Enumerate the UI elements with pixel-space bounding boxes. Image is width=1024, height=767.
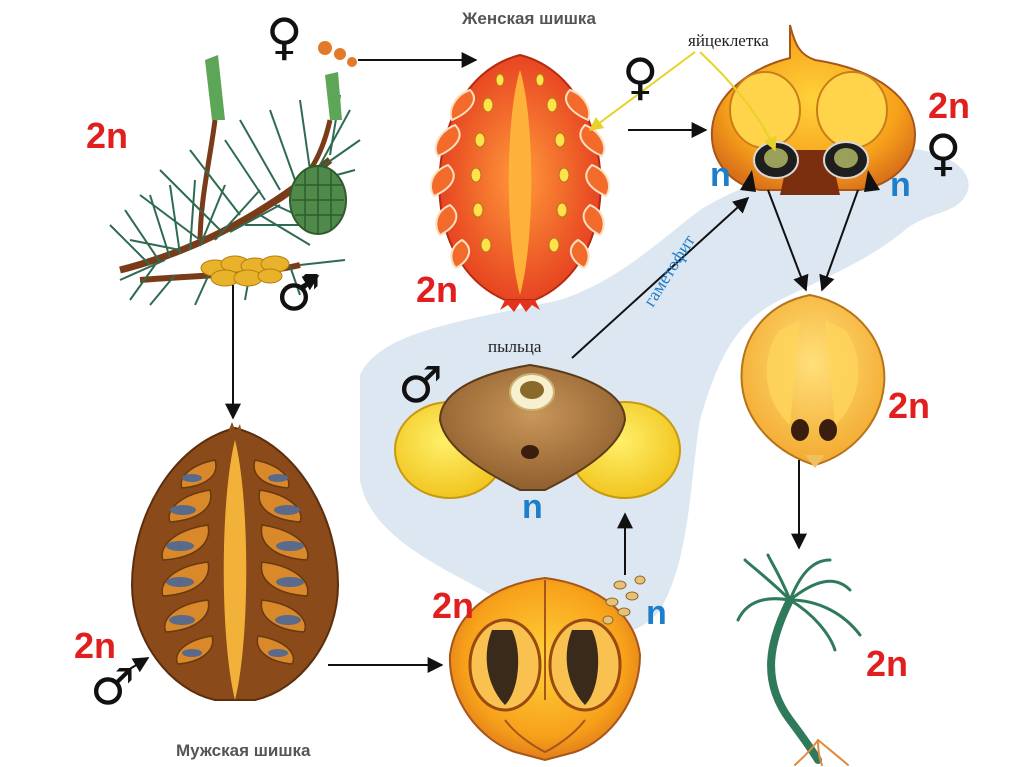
ploidy-label-ovule: 2n	[928, 85, 971, 126]
male-cone-drawing	[130, 422, 340, 701]
arrow-ovule-to-seed-left	[767, 189, 809, 292]
male-cone-title: Мужская шишка	[176, 741, 311, 760]
seed-drawing	[740, 293, 886, 468]
ploidy-label-female-cone: 2n	[416, 269, 459, 310]
ploidy-label-seedling: 2n	[866, 643, 909, 684]
ploidy-label-spores: n	[646, 594, 667, 632]
ploidy-label-male-cone: 2n	[74, 625, 117, 666]
male-symbol-male-cone: ♂	[90, 658, 135, 716]
arrow-pollen-to-ovule	[571, 196, 750, 359]
arrow-male-symbol-pointer-top	[297, 275, 320, 291]
cycle-arrows	[127, 52, 859, 673]
pollen-label: пыльца	[488, 337, 542, 356]
female-symbol-ovule: ♀	[925, 124, 962, 182]
female-symbol-female-cone: ♀	[622, 48, 659, 106]
ploidy-label-pollen: n	[522, 488, 543, 526]
male-symbol-pollen: ♂	[398, 356, 443, 414]
arrow-male-symbol-pointer	[127, 657, 150, 673]
pollen-grain-drawing	[394, 363, 681, 499]
egg-cell-pointer	[588, 51, 777, 152]
ploidy-label-sporangium: 2n	[432, 585, 475, 626]
female-symbol-branch: ♀	[266, 8, 303, 66]
seedling-drawing	[736, 553, 862, 766]
male-symbol-branch: ♂	[276, 264, 321, 322]
ovule-drawing	[710, 24, 917, 195]
microsporangium-drawing	[448, 575, 646, 762]
gametophyte-region	[360, 147, 969, 636]
ploidy-label-egg-left: n	[710, 156, 731, 194]
pine-branch	[109, 41, 361, 306]
egg-cell-label: яйцеклетка	[688, 31, 769, 50]
arrow-ovule-to-seed-right	[819, 189, 859, 292]
ploidy-label-egg-right: n	[890, 166, 911, 204]
female-cone-title: Женская шишка	[462, 9, 596, 28]
female-cone-drawing	[430, 53, 610, 312]
ploidy-label-branch: 2n	[86, 115, 129, 156]
ploidy-label-seed: 2n	[888, 385, 931, 426]
